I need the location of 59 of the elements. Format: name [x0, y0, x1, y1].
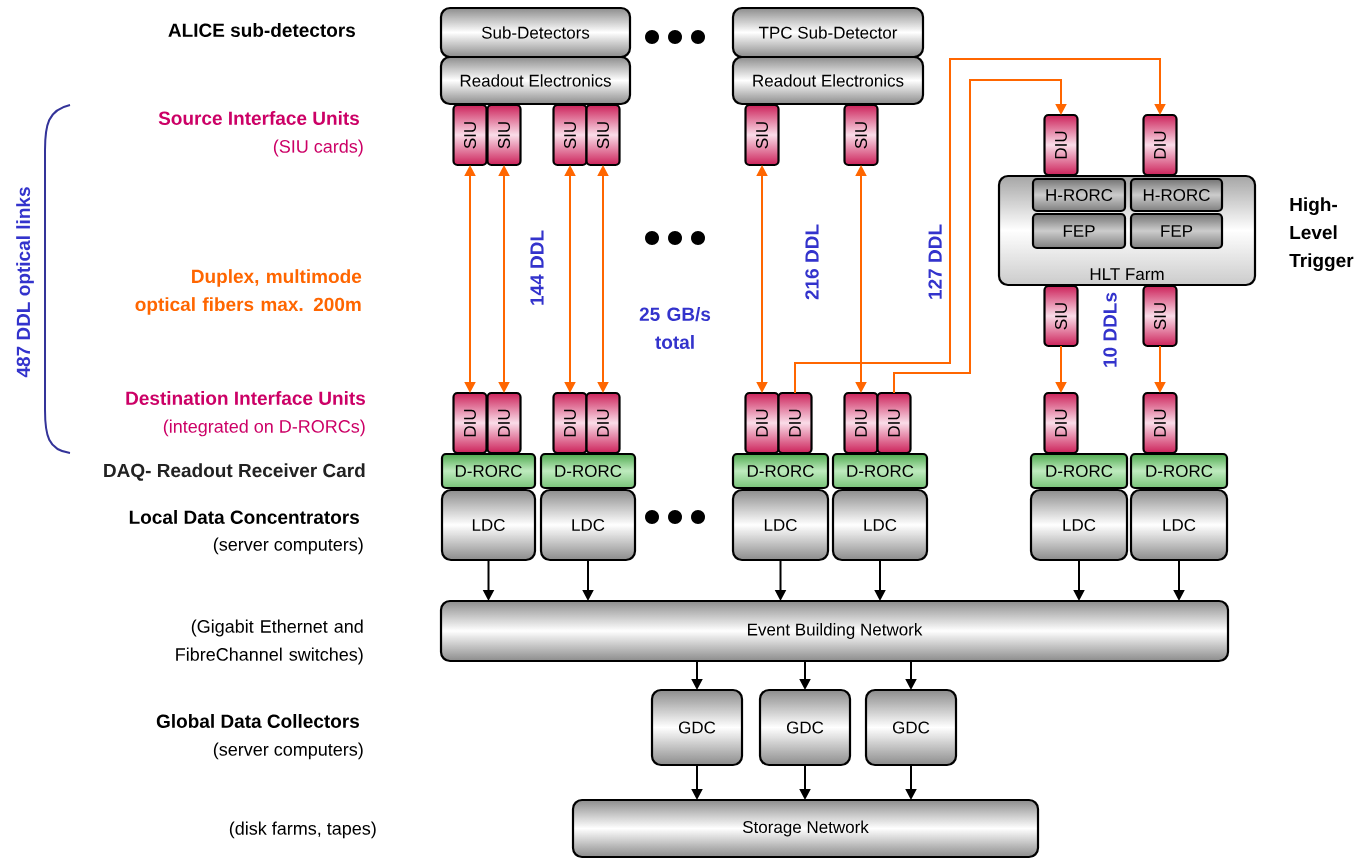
- diu-card: DIU: [1043, 391, 1079, 455]
- siu-card: SIU: [843, 103, 879, 167]
- siu-card: SIU: [744, 103, 780, 167]
- siu-card: SIU: [1142, 284, 1178, 348]
- note-text: (integrated on D-RORCs): [163, 419, 365, 437]
- network-bar: Event Building Network: [439, 599, 1230, 663]
- note-text: (server computers): [213, 537, 363, 555]
- h-rorc-card: H-RORC: [1129, 177, 1224, 213]
- note-text: (Gigabit Ethernet and FibreChannel switches): [176, 619, 363, 665]
- diu-card: DIU: [452, 391, 488, 455]
- diu-card: DIU: [843, 391, 879, 455]
- fiber-arrow: [794, 58, 1166, 394]
- siu-card: SIU: [552, 103, 588, 167]
- diu-card: DIU: [777, 391, 813, 455]
- gdc-box: GDC: [650, 688, 744, 767]
- siu-card: SIU: [1043, 284, 1079, 348]
- section-heading: Destination Interface Units: [126, 391, 365, 405]
- link-count-label: 144 DDL: [530, 230, 544, 305]
- siu-card: SIU: [486, 103, 522, 167]
- siu-card: SIU: [452, 103, 488, 167]
- bandwidth-label: 25 GB/s total: [639, 307, 711, 349]
- diu-card: DIU: [585, 391, 621, 455]
- diu-card: DIU: [876, 391, 912, 455]
- d-rorc-card: D-RORC: [731, 452, 830, 490]
- d-rorc-card: D-RORC: [1029, 452, 1129, 490]
- fep-card: FEP: [1031, 212, 1127, 250]
- d-rorc-card: D-RORC: [539, 452, 637, 490]
- fep-card: FEP: [1129, 212, 1224, 250]
- note-text: (server computers): [213, 742, 363, 760]
- diu-card: DIU: [1142, 391, 1178, 455]
- sub-detector-box: Sub-Detectors: [439, 6, 632, 59]
- d-rorc-card: D-RORC: [440, 452, 537, 490]
- note-text: (SIU cards): [273, 139, 363, 157]
- section-heading: Global Data Collectors: [156, 714, 359, 728]
- note-text: (disk farms, tapes): [229, 821, 376, 839]
- side-heading: High-Level Trigger: [1289, 197, 1354, 271]
- h-rorc-card: H-RORC: [1031, 177, 1127, 213]
- link-count-label: 487 DDL optical links: [16, 187, 34, 378]
- d-rorc-card: D-RORC: [831, 452, 929, 490]
- diu-card: DIU: [1043, 113, 1079, 177]
- section-heading: DAQ- Readout Receiver Card: [104, 463, 365, 481]
- sub-detector-box: TPC Sub-Detector: [731, 6, 925, 59]
- diu-card: DIU: [486, 391, 522, 455]
- diu-card: DIU: [744, 391, 780, 455]
- link-count-label: 216 DDL: [805, 224, 819, 300]
- network-bar: Storage Network: [571, 798, 1040, 859]
- siu-card: SIU: [585, 103, 621, 167]
- gdc-box: GDC: [758, 688, 852, 767]
- link-count-label: 10 DDLs: [1103, 292, 1117, 367]
- fiber-arrow: [893, 79, 1067, 394]
- diu-card: DIU: [1142, 113, 1178, 177]
- diu-card: DIU: [552, 391, 588, 455]
- section-heading: Source Interface Units: [158, 111, 359, 125]
- section-heading: ALICE sub-detectors: [168, 23, 355, 37]
- d-rorc-card: D-RORC: [1129, 452, 1229, 490]
- fiber-note: Duplex, multimode optical fibers max. 200m: [135, 269, 362, 315]
- section-heading: Local Data Concentrators: [129, 510, 359, 524]
- link-count-label: 127 DDL: [928, 224, 942, 299]
- gdc-box: GDC: [864, 688, 958, 767]
